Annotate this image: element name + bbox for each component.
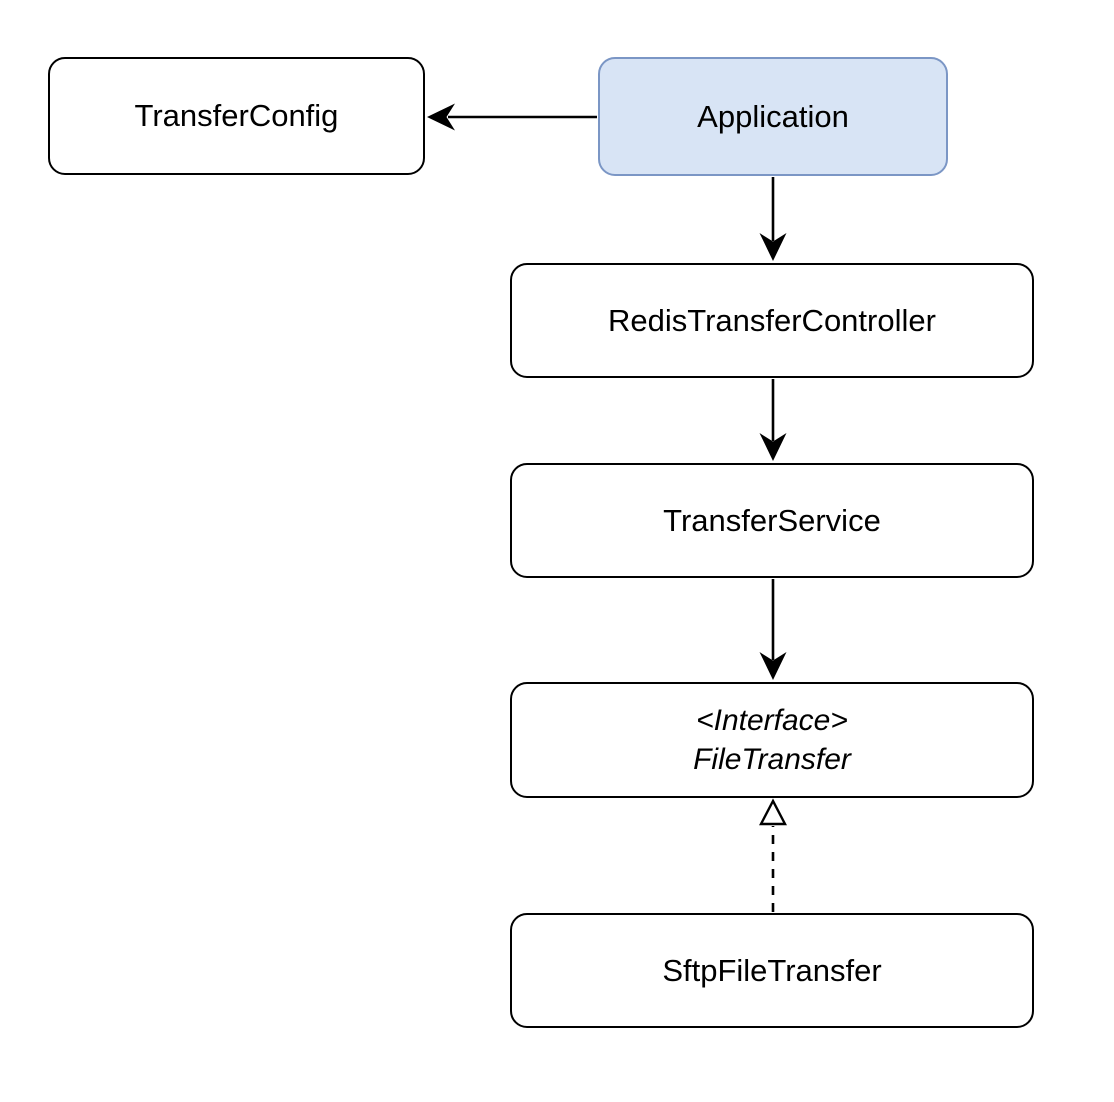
edge-sftpfiletransfer-realizes-filetransfer <box>759 798 787 912</box>
node-application: Application <box>598 57 948 176</box>
edge-application-to-redistransfercontroller <box>759 177 787 261</box>
node-transfer-service-label: TransferService <box>663 502 881 538</box>
node-redis-transfer-controller-label: RedisTransferController <box>608 302 936 338</box>
node-transfer-config: TransferConfig <box>48 57 425 175</box>
edge-redistransfercontroller-to-transferservice <box>759 379 787 461</box>
node-file-transfer-label: FileTransfer <box>693 743 851 776</box>
node-sftp-file-transfer: SftpFileTransfer <box>510 913 1034 1028</box>
node-file-transfer-interface: <Interface> FileTransfer <box>510 682 1034 798</box>
filled-arrowhead-icon <box>759 233 787 261</box>
node-file-transfer-stereotype: <Interface> <box>696 704 848 737</box>
filled-arrowhead-icon <box>759 433 787 461</box>
hollow-triangle-icon <box>759 798 787 826</box>
filled-arrowhead-icon <box>427 103 455 131</box>
node-redis-transfer-controller: RedisTransferController <box>510 263 1034 378</box>
node-transfer-service: TransferService <box>510 463 1034 578</box>
node-transfer-config-label: TransferConfig <box>134 98 339 134</box>
filled-arrowhead-icon <box>759 652 787 680</box>
node-sftp-file-transfer-label: SftpFileTransfer <box>662 952 882 988</box>
edge-transferservice-to-filetransfer <box>759 579 787 680</box>
node-application-label: Application <box>697 98 849 134</box>
edge-application-to-transferconfig <box>427 103 597 131</box>
